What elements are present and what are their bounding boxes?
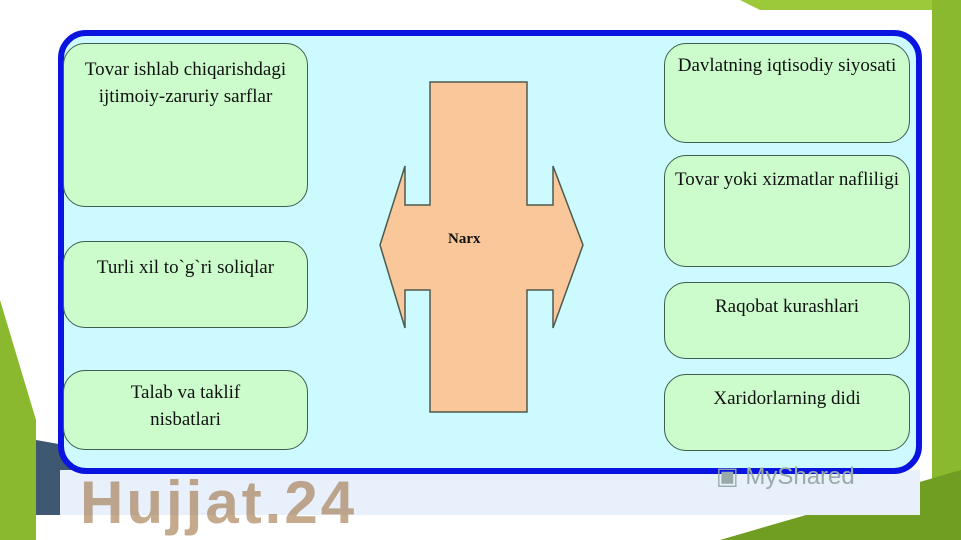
factor-box-right-3: Raqobat kurashlari <box>664 282 910 359</box>
green-right-strip <box>932 0 961 540</box>
factor-box-left-1: Tovar ishlab chiqarishdagi ijtimoiy-zaru… <box>63 43 308 207</box>
myshared-logo: ▣ MyShared <box>716 462 855 491</box>
green-left-wedge <box>0 300 36 540</box>
green-top-accent <box>740 0 932 10</box>
myshared-text: MyShared <box>745 463 855 490</box>
watermark: Hujjat.24 <box>80 469 358 536</box>
center-label: Narx <box>448 231 481 247</box>
factor-box-right-4: Xaridorlarning didi <box>664 374 910 451</box>
factor-box-right-2: Tovar yoki xizmatlar nafliligi <box>664 155 910 267</box>
factor-box-right-1: Davlatning iqtisodiy siyosati <box>664 43 910 143</box>
factor-box-left-3: Talab va taklif nisbatlari <box>63 370 308 450</box>
reflection <box>60 470 920 515</box>
factor-box-left-2: Turli xil to`g`ri soliqlar <box>63 241 308 328</box>
presentation-icon: ▣ <box>716 463 746 490</box>
